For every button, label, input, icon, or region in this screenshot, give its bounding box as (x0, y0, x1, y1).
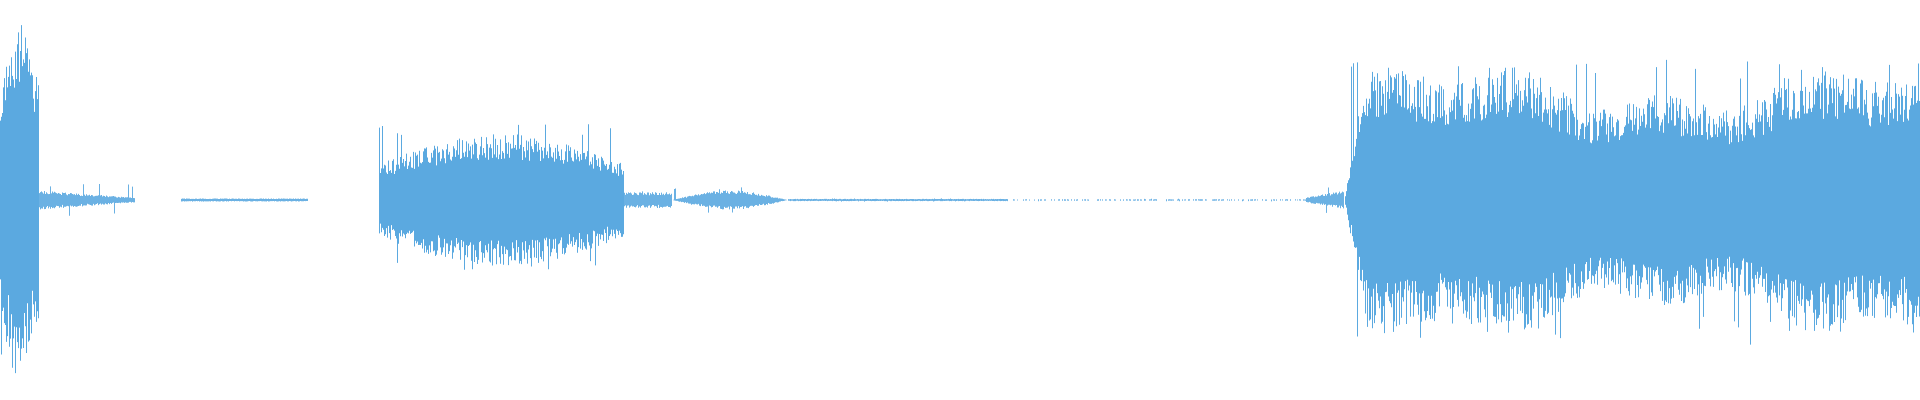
waveform-amplitude-paths (0, 25, 1920, 374)
